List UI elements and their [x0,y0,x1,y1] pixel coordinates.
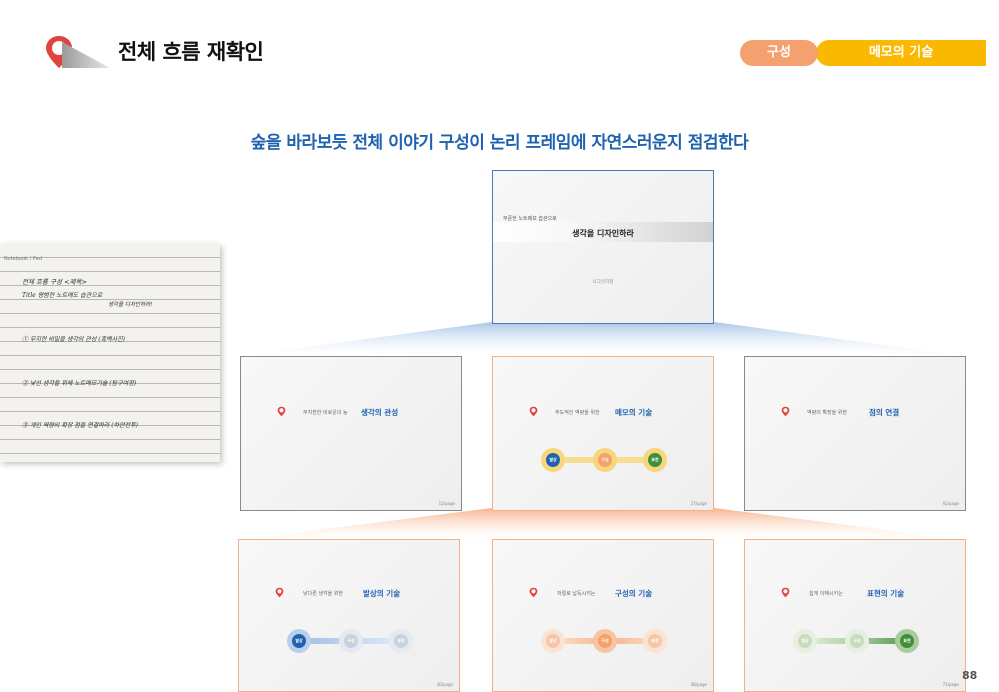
notebook-line: 전체 흐름 구성 <제목> [22,278,87,286]
flow-node-expression: 표현 [895,629,919,653]
location-pin-icon [277,406,286,417]
flow-node-expression: 표현 [643,629,667,653]
location-pin-icon [529,587,538,598]
cover-author: 나그인하정 [592,280,614,285]
tab-structure[interactable]: 구성 [740,40,818,66]
flow-node-expression: 표현 [643,448,667,472]
slide-pre-text: 저절로 납득시키는 [557,591,596,597]
slide-page-number: 71/page [942,682,959,687]
slide-page-number: 27/page [690,501,707,506]
cover-title: 생각을 디자인하라 [572,229,634,238]
flow-node-ideation: 발상 [793,629,817,653]
slide-thumbnail-ideation[interactable]: 낯다른 생각을 위한 발상의 기술 발상 구성 표현 30/page [238,539,460,692]
slide-main-title: 생각의 관성 [361,408,399,417]
location-pin-icon [529,406,538,417]
slide-main-title: 표현의 기술 [867,589,905,598]
handwritten-notebook-image: Notebook / Pad 전체 흐름 구성 <제목> Title 평범한 노… [0,244,220,462]
slide-thumbnail-structure[interactable]: 저절로 납득시키는 구성의 기술 발상 구성 표현 48/page [492,539,714,692]
flow-node-structure: 구성 [593,629,617,653]
slide-main-title: 구성의 기술 [615,589,653,598]
location-pin-icon [781,587,790,598]
slide-thumbnail-expression[interactable]: 쉽게 이해시키는 표현의 기술 발상 구성 표현 71/page [744,539,966,692]
notebook-line: ② 낯선 생각을 위해 노트메모기술 (탐구여정) [22,380,137,387]
slide-thumbnail-connect[interactable]: 역량의 확장을 위한 점의 연결 92/page [744,356,966,511]
flow-node-structure: 구성 [593,448,617,472]
slide-page-number: 12/page [438,501,455,506]
flow-node-ideation: 발상 [287,629,311,653]
slide-page-number: 92/page [942,501,959,506]
flow-node-ideation: 발상 [541,629,565,653]
cover-pre-title: 무준한 노트메모 습관으로 [503,216,557,222]
location-pin-icon [275,587,284,598]
slide-pre-text: 쉽게 이해시키는 [809,591,843,597]
notebook-line: Title 평범한 노트에도 습관으로 [22,292,103,299]
slide-main-title: 점의 연결 [869,408,900,417]
slide-thumbnail-habit[interactable]: 무지한한 비로운의 능 생각의 관성 12/page [240,356,462,511]
flow-node-expression: 표현 [389,629,413,653]
location-pin-icon [781,406,790,417]
slide-main-title: 메모의 기술 [615,408,653,417]
slide-main-title: 발상의 기술 [363,589,401,598]
slide-page-number: 30/page [436,682,453,687]
cover-slide-thumbnail[interactable]: 무준한 노트메모 습관으로 생각을 디자인하라 나그인하정 [492,170,714,324]
connector-fan-orange [238,508,966,540]
title-wedge-shape [62,42,110,68]
page-title: 전체 흐름 재확인 [118,40,264,64]
slide-pre-text: 주도적인 역량을 위한 [555,410,600,416]
slide-thumbnail-memo[interactable]: 주도적인 역량을 위한 메모의 기술 발상 구성 표현 27/page [492,356,714,511]
section-subtitle: 숲을 바라보듯 전체 이야기 구성이 논리 프레임에 자연스러운지 점검한다 [250,133,749,153]
slide-pre-text: 역량의 확장을 위한 [807,410,847,416]
notebook-line: ① 무지한 비밀을 생각의 관성 (흑백사진) [22,336,126,343]
notebook-line: 생각을 디자인하라! [108,302,153,308]
connector-fan-blue [240,322,966,356]
slide-page-number: 48/page [690,682,707,687]
page-number: 88 [962,669,978,682]
slide-pre-text: 무지한한 비로운의 능 [303,410,348,416]
tab-memo-technique[interactable]: 메모의 기술 [816,40,986,66]
flow-node-structure: 구성 [339,629,363,653]
flow-node-structure: 구성 [845,629,869,653]
notebook-line: ③ 개인 역량의 확장 점을 연결하라 (하얀전투) [22,422,138,429]
slide-pre-text: 낯다른 생각을 위한 [303,591,343,597]
flow-node-ideation: 발상 [541,448,565,472]
